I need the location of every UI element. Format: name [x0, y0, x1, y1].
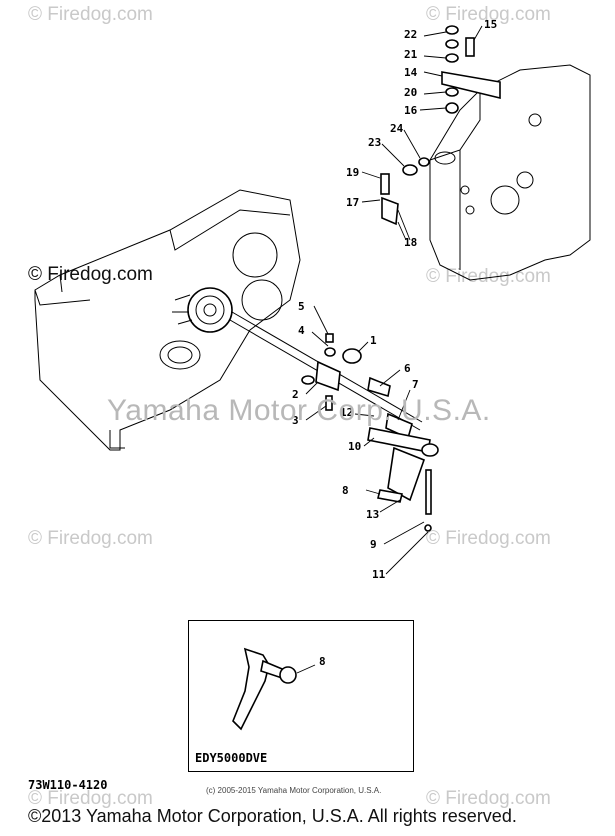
watermark-mid-right: © Firedog.com: [426, 528, 551, 549]
callout-11: 11: [372, 568, 386, 581]
inset-model-label: EDY5000DVE: [195, 751, 268, 765]
callout-13: 13: [366, 508, 379, 521]
callout-3: 3: [292, 414, 299, 427]
callout-8: 8: [342, 484, 349, 497]
callout-9: 9: [370, 538, 377, 551]
lower-linkage: [301, 333, 439, 532]
callout-10: 10: [348, 440, 361, 453]
watermark-center: Yamaha Motor Corp. U.S.A.: [107, 394, 491, 427]
callout-18: 18: [404, 236, 417, 249]
callout-15: 15: [484, 18, 497, 31]
watermark-top-right: © Firedog.com: [426, 4, 551, 25]
watermark-bottom-right: © Firedog.com: [426, 788, 551, 809]
callout-7: 7: [412, 378, 419, 391]
callout-2: 2: [292, 388, 299, 401]
upper-linkage: [434, 25, 501, 165]
inset-callout: 8: [319, 655, 326, 668]
inset-variant-box: 8 EDY5000DVE: [188, 620, 414, 772]
callout-4: 4: [298, 324, 305, 337]
callout-21: 21: [404, 48, 418, 61]
watermark-bottom-left: © Firedog.com: [28, 788, 153, 809]
gear-assembly: [172, 287, 233, 333]
callout-16: 16: [404, 104, 418, 117]
big-copyright: ©2013 Yamaha Motor Corporation, U.S.A. A…: [28, 806, 517, 826]
callout-14: 14: [404, 66, 418, 79]
watermark-top-left: © Firedog.com: [28, 4, 153, 25]
left-engine-block: [34, 189, 301, 451]
callout-12: 12: [340, 406, 353, 419]
watermark-left-dark: © Firedog.com: [28, 264, 153, 285]
callout-1: 1: [370, 334, 377, 347]
callout-23: 23: [368, 136, 381, 149]
leader-lines: [305, 25, 483, 575]
right-engine-block: [429, 64, 591, 281]
watermark-mid-left: © Firedog.com: [28, 528, 153, 549]
callout-24: 24: [390, 122, 404, 135]
callout-17: 17: [346, 196, 359, 209]
callout-22: 22: [404, 28, 417, 41]
callout-19: 19: [346, 166, 359, 179]
callout-5: 5: [298, 300, 305, 313]
callout-20: 20: [404, 86, 417, 99]
small-copyright: (c) 2005-2015 Yamaha Motor Corporation, …: [206, 786, 382, 795]
mid-linkage: [380, 157, 430, 241]
callout-6: 6: [404, 362, 411, 375]
inset-drawing: 8: [232, 647, 326, 731]
part-code: 73W110-4120: [28, 778, 108, 792]
